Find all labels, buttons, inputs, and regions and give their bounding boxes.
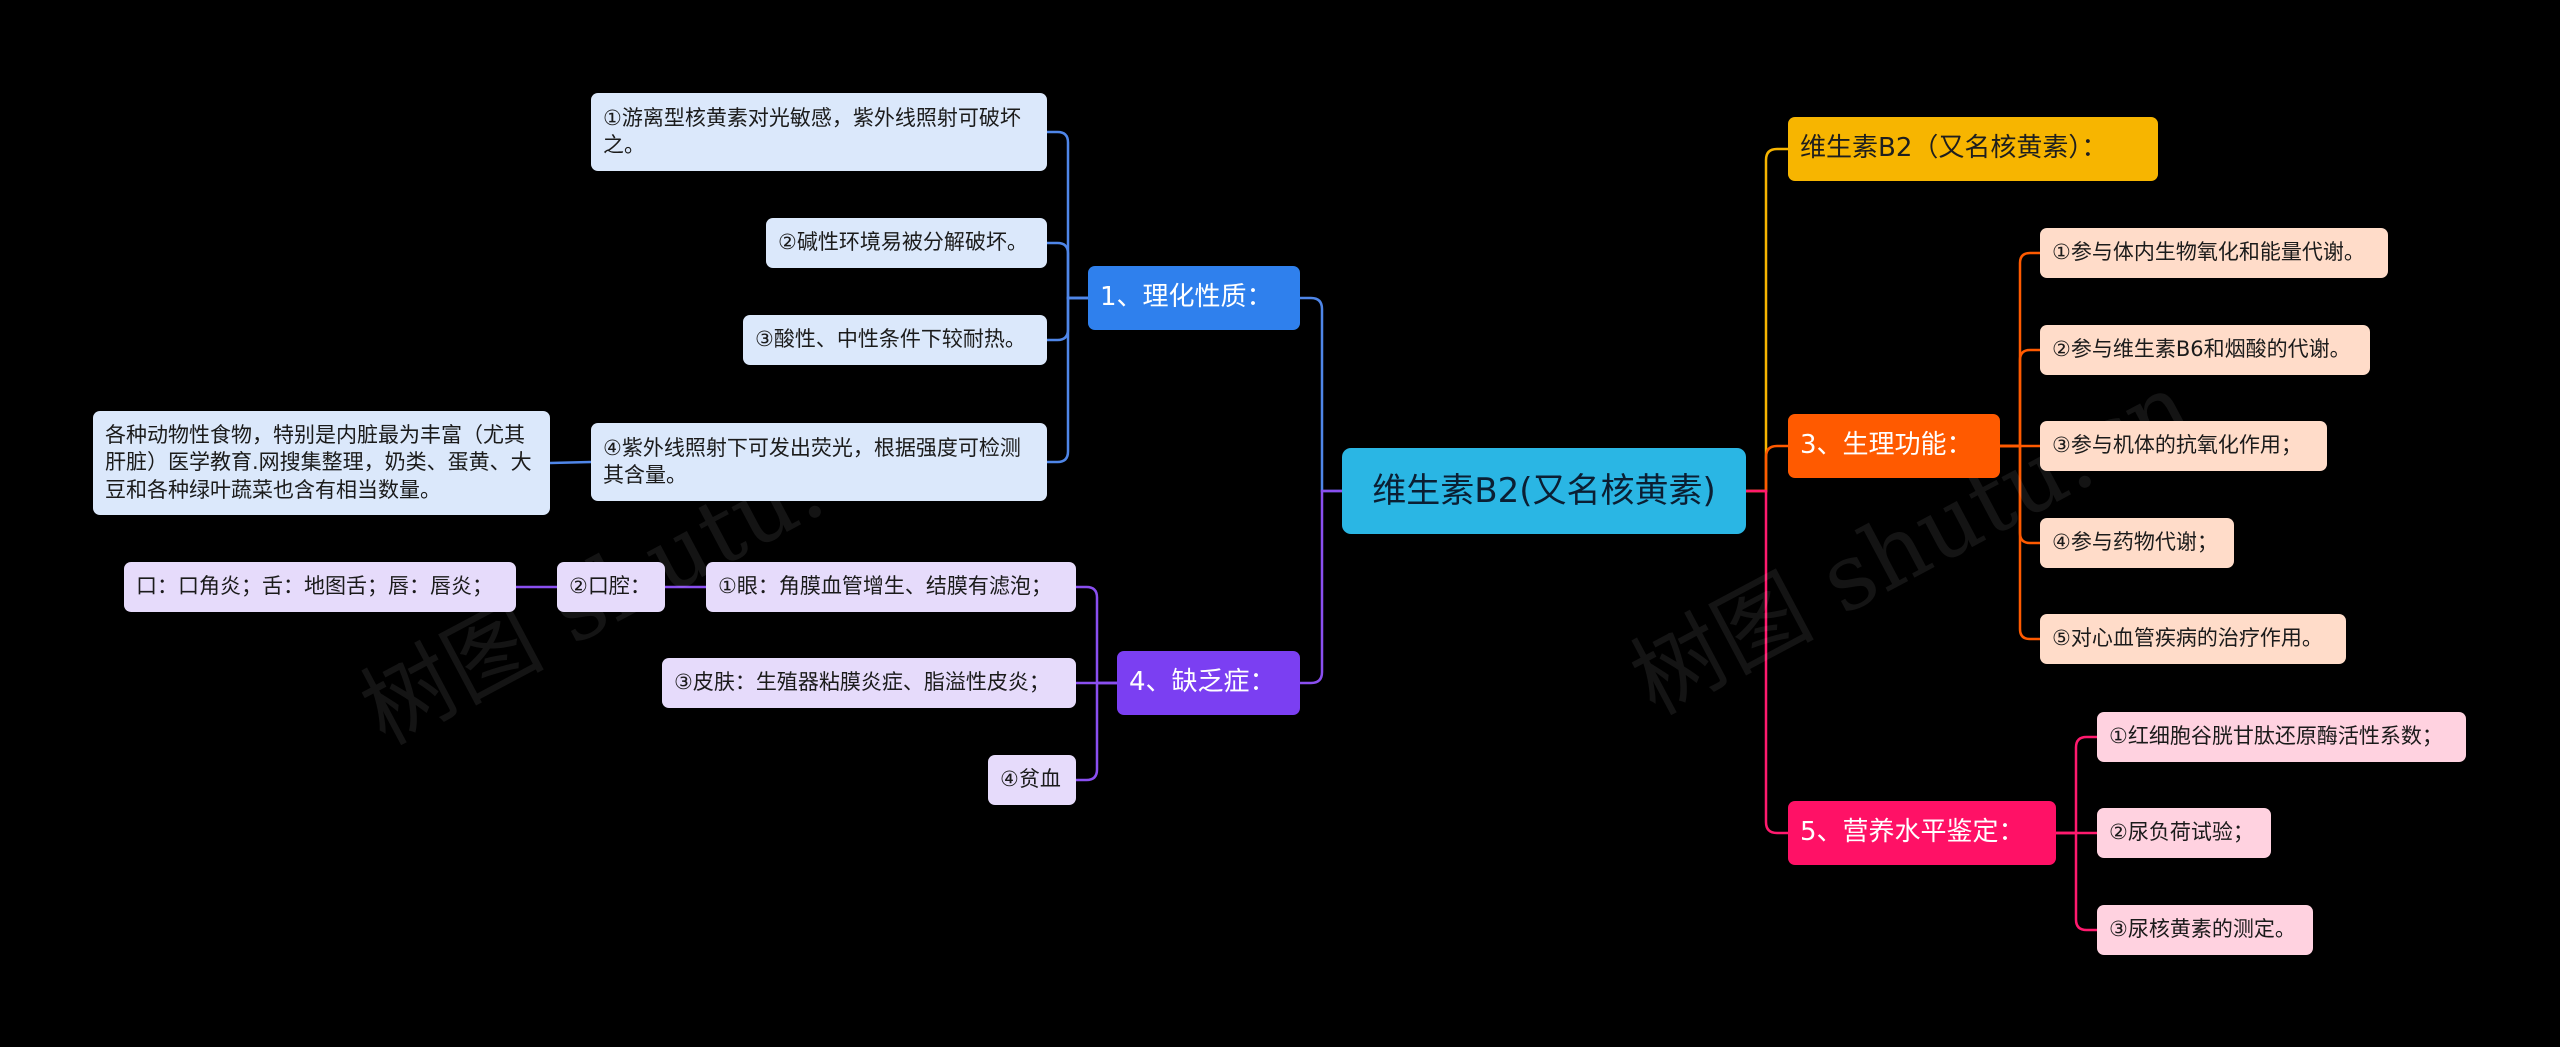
connector-n-pc4-n-pc4a (549, 460, 592, 465)
assessment-item-1[interactable]: ①红细胞谷胱甘肽还原酶活性系数； (2097, 712, 2466, 762)
function-item-2[interactable]: ②参与维生素B6和烟酸的代谢。 (2040, 325, 2370, 375)
connector-root-n-df (1300, 489, 1342, 685)
physchem-item-3[interactable]: ③酸性、中性条件下较耐热。 (743, 315, 1047, 365)
function-item-4[interactable]: ④参与药物代谢； (2040, 518, 2234, 568)
connector-n-pc-n-pc1 (1047, 130, 1088, 300)
deficiency-item-eye[interactable]: ①眼：角膜血管增生、结膜有滤泡； (706, 562, 1076, 612)
branch-deficiency[interactable]: 4、缺乏症： (1117, 651, 1300, 715)
branch-assessment[interactable]: 5、营养水平鉴定： (1788, 801, 2056, 865)
function-item-1[interactable]: ①参与体内生物氧化和能量代谢。 (2040, 228, 2388, 278)
function-item-3[interactable]: ③参与机体的抗氧化作用； (2040, 421, 2327, 471)
function-item-5[interactable]: ⑤对心血管疾病的治疗作用。 (2040, 614, 2346, 664)
connector-n-as-n-as1 (2056, 735, 2097, 835)
connector-n-fn-n-fn1 (2000, 251, 2040, 448)
root-topic[interactable]: 维生素B2(又名核黄素) (1342, 448, 1746, 534)
branch-physchem[interactable]: 1、理化性质： (1088, 266, 1300, 330)
deficiency-item-anemia[interactable]: ④贫血 (988, 755, 1076, 805)
connector-n-fn-n-fn2 (2000, 348, 2040, 448)
food-source-note[interactable]: 各种动物性食物，特别是内脏最为丰富（尤其肝脏）医学教育.网搜集整理，奶类、蛋黄、… (93, 411, 550, 515)
branch-alias[interactable]: 维生素B2（又名核黄素）： (1788, 117, 2158, 181)
connector-root-n-pc (1300, 296, 1342, 493)
connector-root-n-al (1746, 147, 1788, 493)
assessment-item-3[interactable]: ③尿核黄素的测定。 (2097, 905, 2313, 955)
deficiency-item-oral[interactable]: ②口腔： (557, 562, 665, 612)
connector-n-as-n-as3 (2056, 831, 2097, 932)
physchem-item-4[interactable]: ④紫外线照射下可发出荧光，根据强度可检测其含量。 (591, 423, 1047, 501)
physchem-item-2[interactable]: ②碱性环境易被分解破坏。 (766, 218, 1047, 268)
oral-detail[interactable]: 口：口角炎；舌：地图舌；唇：唇炎； (124, 562, 516, 612)
connector-n-fn-n-fn5 (2000, 444, 2040, 641)
physchem-item-1[interactable]: ①游离型核黄素对光敏感，紫外线照射可破坏之。 (591, 93, 1047, 171)
connector-n-pc-n-pc2 (1047, 241, 1088, 300)
connector-root-n-fn (1746, 444, 1788, 493)
branch-function[interactable]: 3、生理功能： (1788, 414, 2000, 478)
connector-n-df-n-df3 (1076, 681, 1117, 782)
assessment-item-2[interactable]: ②尿负荷试验； (2097, 808, 2271, 858)
deficiency-item-skin[interactable]: ③皮肤：生殖器粘膜炎症、脂溢性皮炎； (662, 658, 1076, 708)
connector-root-n-as (1746, 489, 1788, 835)
connector-n-df-n-df1 (1076, 585, 1117, 685)
connector-n-pc-n-pc4 (1047, 296, 1088, 464)
